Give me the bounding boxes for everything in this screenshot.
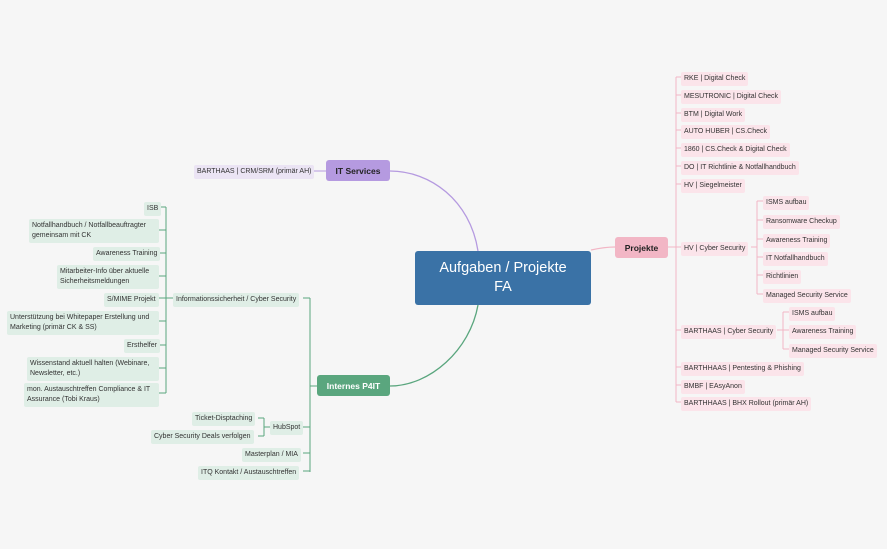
infosec-item[interactable]: Ersthelfer (124, 339, 160, 353)
infosec-item[interactable]: Notfallhandbuch / Notfallbeauftragter ge… (29, 219, 159, 243)
infosec-item[interactable]: Mitarbeiter-Info über aktuelle Sicherhei… (57, 265, 159, 289)
branch-projekte[interactable]: Projekte (615, 237, 668, 258)
barthaas-cyber-item[interactable]: Awareness Training (789, 325, 857, 339)
branch-internes-p4it[interactable]: Internes P4IT (317, 375, 390, 396)
hv-cyber-item[interactable]: Richtlinien (763, 270, 802, 284)
barthaas-cyber-item[interactable]: Managed Security Service (789, 344, 877, 358)
projekt-item[interactable]: BARTHHAAS | Pentesting & Phishing (681, 362, 804, 376)
hubspot-topic[interactable]: HubSpot (270, 421, 304, 435)
hv-cyber-item[interactable]: Ransomware Checkup (763, 215, 840, 229)
hv-cyber-item[interactable]: Awareness Training (763, 234, 831, 248)
projekt-item[interactable]: 1860 | CS.Check & Digital Check (681, 143, 790, 157)
internes-item[interactable]: ITQ Kontakt / Austauschtreffen (198, 466, 300, 480)
barthaas-cyber-item[interactable]: ISMS aufbau (789, 307, 836, 321)
projekt-item[interactable]: BTM | Digital Work (681, 108, 746, 122)
hv-cyber-item[interactable]: ISMS aufbau (763, 196, 810, 210)
central-topic-line2: FA (494, 279, 512, 295)
hubspot-item[interactable]: Ticket-Disptaching (192, 412, 256, 426)
infosec-item[interactable]: Wissenstand aktuell halten (Webinare, Ne… (27, 357, 159, 381)
projekt-item[interactable]: DO | IT Richtlinie & Notfallhandbuch (681, 161, 799, 175)
projekt-item[interactable]: BMBF | EAsyAnon (681, 380, 745, 394)
hv-cyber-topic[interactable]: HV | Cyber Security (681, 242, 749, 256)
projekt-item[interactable]: RKE | Digital Check (681, 72, 749, 86)
infosec-topic[interactable]: Informationssicherheit / Cyber Security (173, 293, 300, 307)
projekt-item[interactable]: BARTHHAAS | BHX Rollout (primär AH) (681, 397, 812, 411)
projekt-item[interactable]: AUTO HUBER | CS.Check (681, 125, 770, 139)
it-services-item[interactable]: BARTHAAS | CRM/SRM (primär AH) (194, 165, 315, 179)
branch-it-services[interactable]: IT Services (326, 160, 390, 181)
infosec-item[interactable]: ISB (144, 202, 162, 216)
central-topic-line1: Aufgaben / Projekte (439, 260, 567, 276)
hv-cyber-item[interactable]: Managed Security Service (763, 289, 851, 303)
projekt-item[interactable]: MESUTRONIC | Digital Check (681, 90, 782, 104)
projekt-item[interactable]: HV | Siegelmeister (681, 179, 745, 193)
hv-cyber-item[interactable]: IT Notfallhandbuch (763, 252, 828, 266)
infosec-item[interactable]: Unterstützung bei Whitepaper Erstellung … (7, 311, 159, 335)
hubspot-item[interactable]: Cyber Security Deals verfolgen (151, 430, 254, 444)
infosec-item[interactable]: S/MIME Projekt (104, 293, 159, 307)
infosec-item[interactable]: Awareness Training (93, 247, 161, 261)
barthaas-cyber-topic[interactable]: BARTHAAS | Cyber Security (681, 325, 777, 339)
internes-item[interactable]: Masterplan / MIA (242, 448, 301, 462)
infosec-item[interactable]: mon. Austauschtreffen Compliance & IT As… (24, 383, 159, 407)
